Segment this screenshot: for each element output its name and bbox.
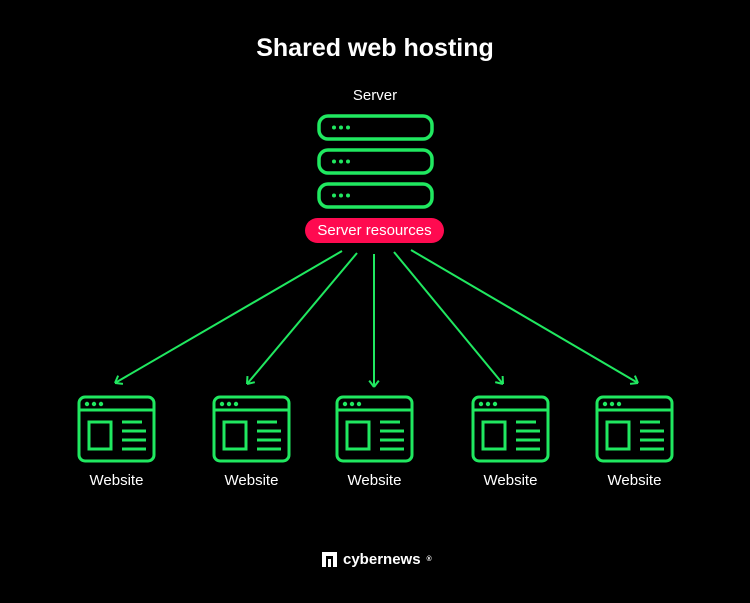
arrow: [114, 250, 343, 385]
brand-name: cybernews: [343, 551, 421, 568]
website-label: Website: [347, 472, 402, 489]
server-unit-icon: [317, 148, 434, 175]
website-icon: [335, 395, 414, 463]
website-label: Website: [607, 472, 662, 489]
arrow: [246, 252, 358, 385]
cybernews-logo-icon: [322, 552, 337, 567]
website-label: Website: [89, 472, 144, 489]
diagram-title: Shared web hosting: [256, 34, 494, 62]
website-label: Website: [224, 472, 279, 489]
website-icon: [595, 395, 674, 463]
server-unit-icon: [317, 182, 434, 209]
arrow: [393, 251, 504, 385]
website-icon: [77, 395, 156, 463]
arrow: [368, 254, 380, 388]
brand-mark: ®: [426, 556, 432, 563]
website-label: Website: [483, 472, 538, 489]
server-resources-badge: Server resources: [305, 218, 444, 243]
website-icon: [212, 395, 291, 463]
website-icon: [471, 395, 550, 463]
server-unit-icon: [317, 114, 434, 141]
arrow: [410, 249, 639, 385]
cybernews-logo: cybernews ®: [322, 551, 432, 568]
server-label: Server: [352, 87, 398, 104]
